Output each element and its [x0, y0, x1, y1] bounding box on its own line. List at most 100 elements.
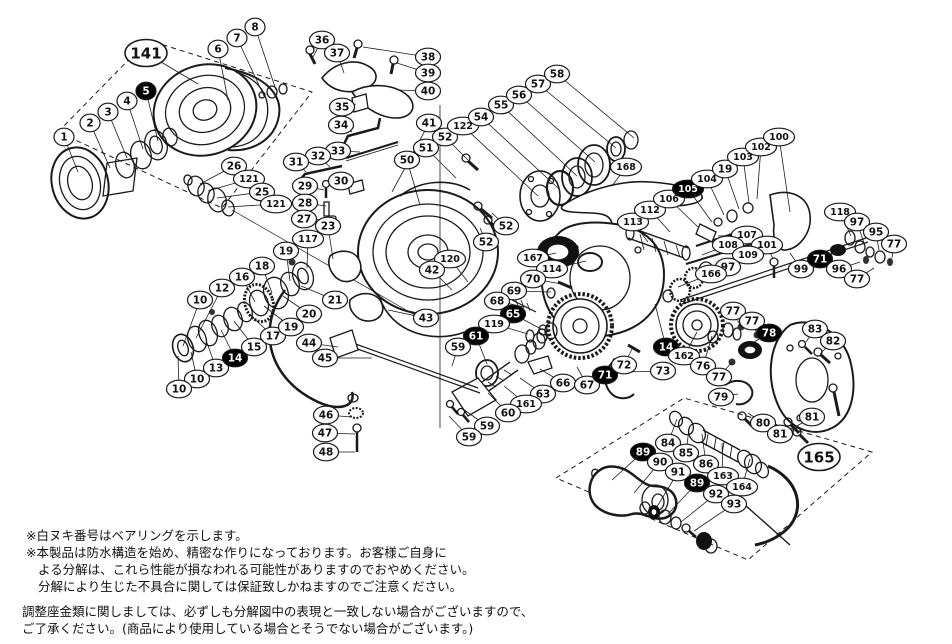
callout-23: 23 [314, 216, 342, 236]
svg-text:90: 90 [653, 457, 668, 469]
callout-162: 162 [667, 346, 701, 366]
callout-52: 52 [492, 216, 520, 236]
callout-54: 54 [467, 107, 495, 127]
spool-assembly-box [57, 39, 313, 209]
svg-text:91: 91 [671, 467, 686, 479]
callout-92: 92 [702, 484, 730, 504]
callout-46: 46 [312, 405, 340, 425]
svg-text:79: 79 [714, 392, 729, 404]
svg-text:163: 163 [713, 471, 733, 482]
svg-text:10: 10 [193, 295, 208, 307]
svg-text:113: 113 [623, 217, 643, 228]
callout-52: 52 [472, 232, 500, 252]
leader-line-122 [462, 125, 539, 197]
callout-90: 90 [646, 452, 674, 472]
svg-text:121: 121 [266, 199, 286, 210]
svg-text:109: 109 [738, 250, 758, 261]
callout-60: 60 [494, 403, 522, 423]
callout-1: 1 [53, 127, 75, 147]
svg-text:68: 68 [490, 296, 505, 308]
svg-text:120: 120 [440, 254, 460, 265]
callout-120: 120 [433, 249, 467, 269]
svg-text:100: 100 [769, 132, 789, 143]
callout-86: 86 [692, 454, 720, 474]
svg-text:96: 96 [832, 264, 847, 276]
callout-71-bearing: 71 [591, 365, 619, 385]
svg-text:60: 60 [501, 408, 516, 420]
svg-text:33: 33 [331, 146, 346, 158]
svg-text:52: 52 [479, 237, 494, 249]
svg-text:19: 19 [718, 164, 733, 176]
callout-58: 58 [543, 64, 571, 84]
callout-59: 59 [455, 427, 483, 447]
svg-text:20: 20 [302, 309, 317, 321]
leader-line-8 [254, 26, 277, 91]
callout-38: 38 [414, 47, 442, 67]
svg-text:112: 112 [640, 205, 660, 216]
callout-41: 41 [415, 113, 443, 133]
svg-text:73: 73 [656, 366, 671, 378]
callout-91: 91 [664, 462, 692, 482]
callout-89-bearing: 89 [629, 442, 657, 462]
svg-text:19: 19 [284, 322, 299, 334]
callout-7: 7 [226, 28, 248, 48]
svg-text:80: 80 [756, 418, 771, 430]
callout-69: 69 [500, 281, 528, 301]
svg-text:43: 43 [419, 313, 434, 325]
svg-text:23: 23 [321, 221, 336, 233]
svg-text:41: 41 [422, 118, 437, 130]
svg-text:37: 37 [330, 48, 345, 60]
callout-68: 68 [483, 291, 511, 311]
svg-text:28: 28 [298, 198, 313, 210]
callout-18: 18 [248, 256, 276, 276]
callout-67: 67 [573, 375, 601, 395]
callout-73: 73 [649, 361, 677, 381]
svg-text:31: 31 [289, 157, 304, 169]
svg-text:82: 82 [826, 336, 841, 348]
callout-40: 40 [414, 81, 442, 101]
svg-text:121: 121 [239, 174, 259, 185]
callout-51: 51 [412, 138, 440, 158]
svg-text:15: 15 [247, 342, 262, 354]
leader-line-100 [778, 136, 791, 213]
axis-line [231, 209, 421, 319]
svg-text:105: 105 [678, 184, 698, 195]
callout-19: 19 [277, 317, 305, 337]
callout-61-bearing: 61 [462, 326, 490, 346]
handle-assembly-box [554, 397, 874, 561]
svg-text:36: 36 [315, 35, 330, 47]
svg-text:59: 59 [451, 342, 466, 354]
svg-text:99: 99 [794, 264, 809, 276]
callout-164: 164 [725, 477, 759, 497]
svg-text:118: 118 [830, 207, 850, 218]
callout-21: 21 [321, 290, 349, 310]
svg-text:59: 59 [480, 421, 495, 433]
callout-28: 28 [291, 193, 319, 213]
callout-166: 166 [694, 264, 728, 284]
svg-text:77: 77 [726, 306, 741, 318]
callout-19: 19 [711, 159, 739, 179]
svg-text:57: 57 [531, 79, 546, 91]
svg-text:55: 55 [494, 100, 509, 112]
svg-text:2: 2 [86, 118, 93, 130]
callout-31: 31 [282, 152, 310, 172]
callout-2: 2 [79, 113, 101, 133]
callout-82: 82 [819, 331, 847, 351]
callout-20: 20 [295, 304, 323, 324]
svg-text:25: 25 [255, 187, 270, 199]
svg-text:16: 16 [235, 272, 250, 284]
svg-text:61: 61 [469, 331, 484, 343]
callout-37: 37 [323, 43, 351, 63]
svg-text:103: 103 [733, 152, 753, 163]
svg-text:17: 17 [266, 331, 281, 343]
callout-3: 3 [97, 102, 119, 122]
svg-text:1: 1 [60, 132, 67, 144]
callout-52: 52 [431, 127, 459, 147]
svg-text:65: 65 [506, 309, 521, 321]
svg-text:72: 72 [617, 360, 632, 372]
gear-train-art [349, 280, 614, 423]
callout-89-bearing: 89 [683, 473, 711, 493]
svg-text:161: 161 [516, 399, 536, 410]
svg-text:164: 164 [732, 482, 752, 493]
svg-text:59: 59 [462, 432, 477, 444]
